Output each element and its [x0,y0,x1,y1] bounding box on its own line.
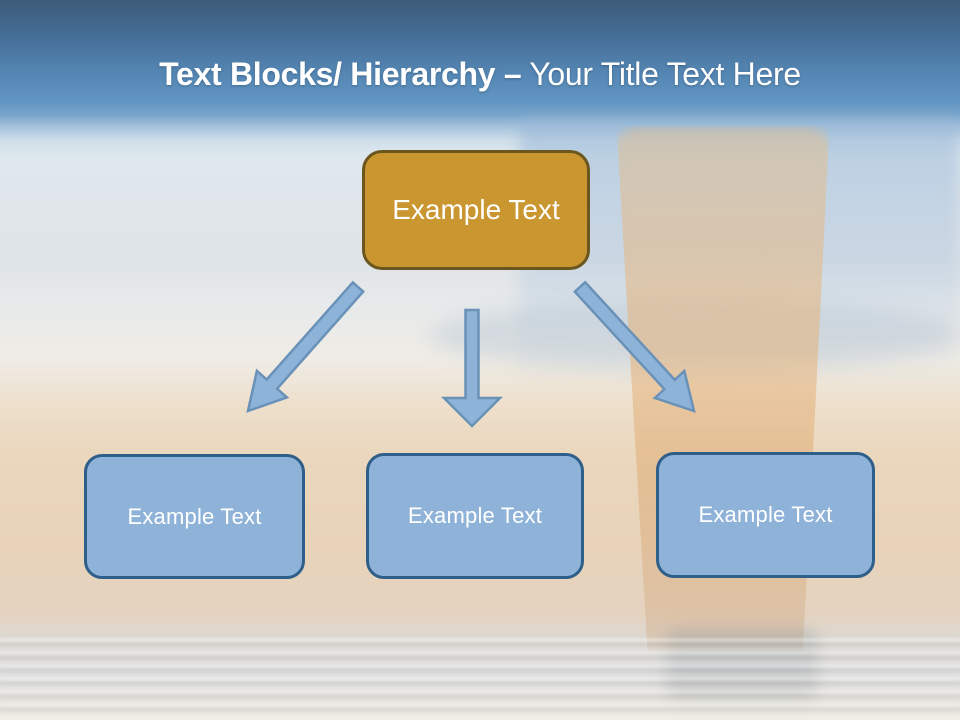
child-text-block-1-label: Example Text [127,503,262,529]
child-text-block-2: Example Text [366,453,584,579]
child-text-block-3-label: Example Text [698,502,833,527]
table-mat-texture [0,638,960,720]
slide-title-regular-part: Your Title Text Here [529,56,801,92]
child-text-block-1: Example Text [84,454,305,579]
slide-title-bold-part: Text Blocks/ Hierarchy – [159,56,522,92]
root-text-block-label: Example Text [392,194,560,225]
child-text-block-2-label: Example Text [407,503,543,528]
slide-title: Text Blocks/ Hierarchy –Your Title Text … [0,52,960,96]
beer-glass-foot-image [666,630,818,700]
root-text-block: Example Text [362,150,590,270]
child-text-block-3: Example Text [656,452,875,578]
